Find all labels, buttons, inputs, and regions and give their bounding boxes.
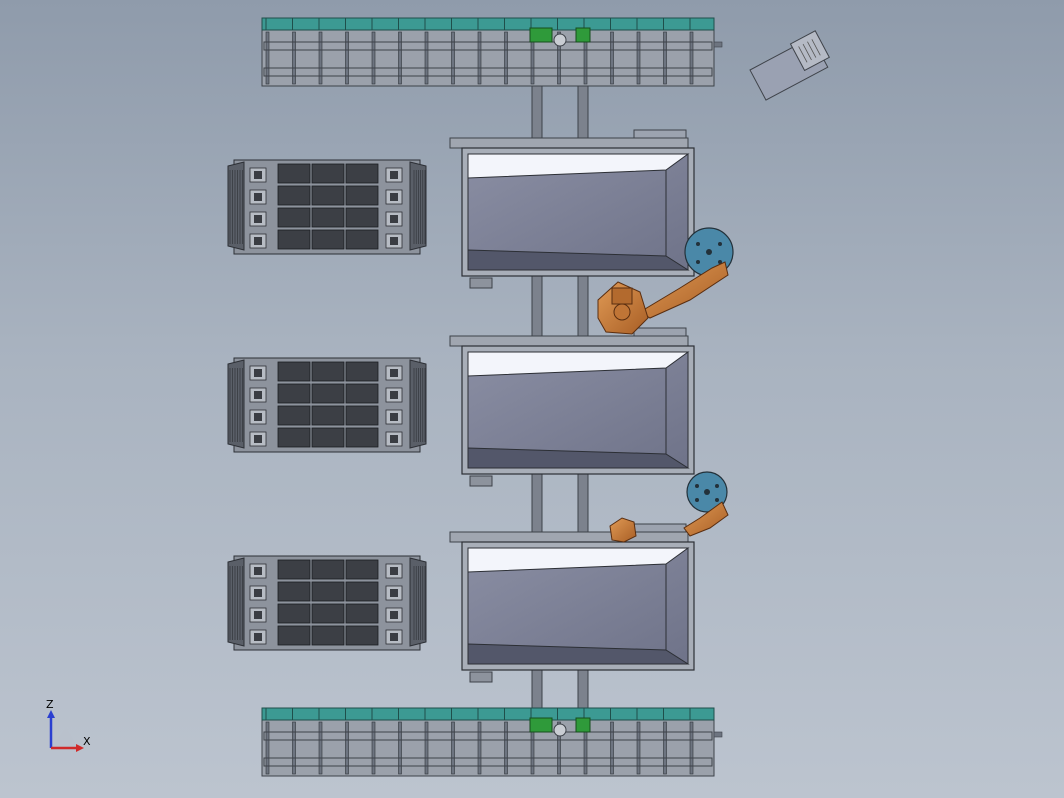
triad-z-label: Z (46, 698, 54, 711)
bottom-roller-conveyor[interactable] (261, 707, 723, 777)
robot-arm-1[interactable] (597, 227, 734, 335)
pallet-rack-3[interactable] (227, 555, 427, 651)
pallet-rack-1[interactable] (227, 159, 427, 255)
top-roller-conveyor[interactable] (261, 17, 723, 87)
hopper-station-3[interactable] (449, 523, 695, 683)
triad-x-label: X (83, 735, 91, 748)
pallet-rack-2[interactable] (227, 357, 427, 453)
detached-gripper-part[interactable] (748, 30, 833, 101)
hopper-station-1[interactable] (449, 129, 695, 289)
hopper-station-2[interactable] (449, 327, 695, 487)
robot-arm-2[interactable] (609, 471, 729, 543)
coordinate-triad (47, 710, 84, 752)
